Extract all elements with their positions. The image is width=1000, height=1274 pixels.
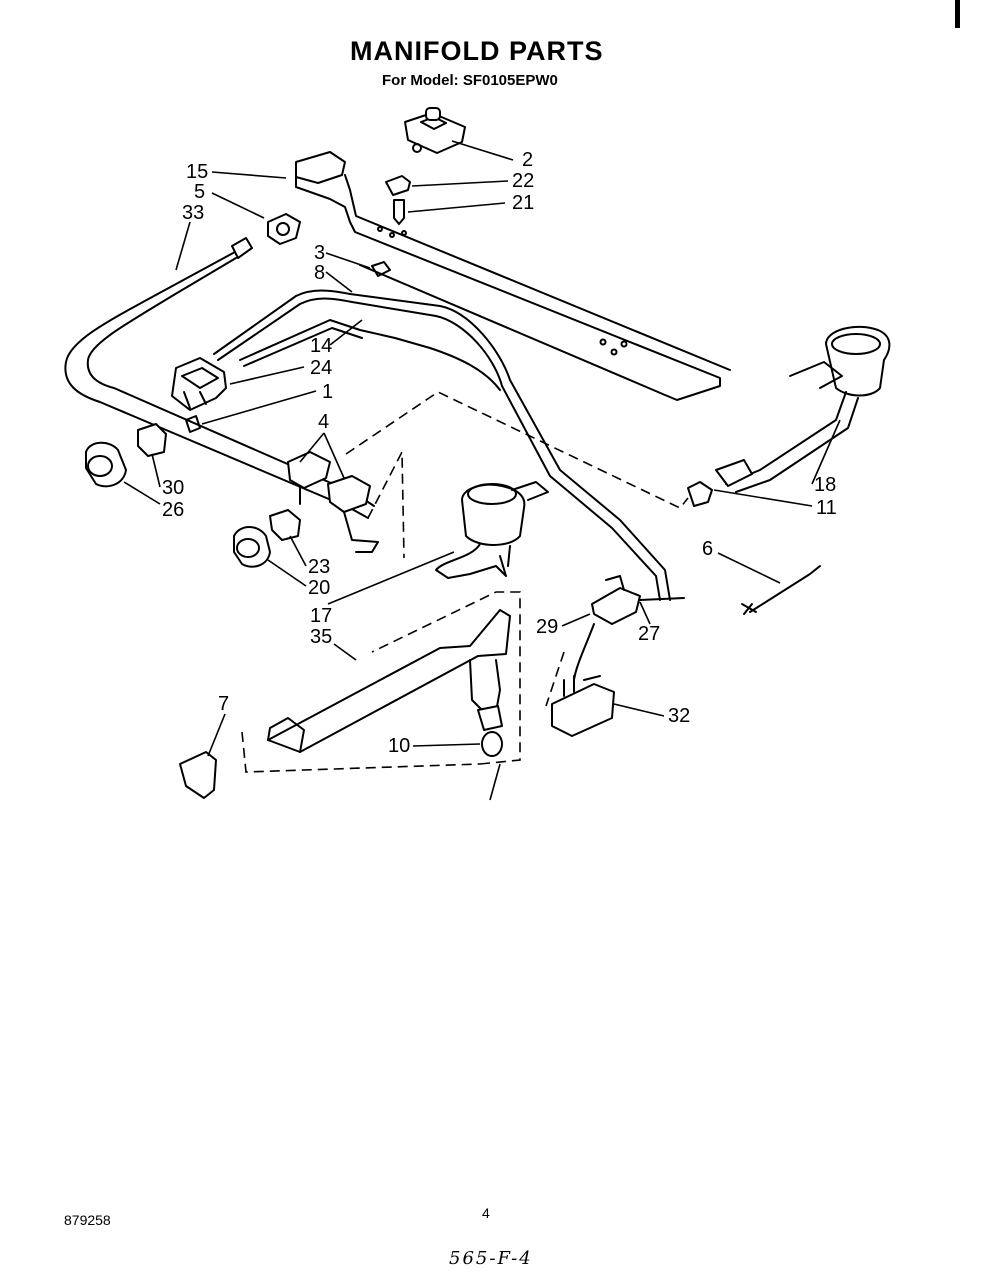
callout-2: 2 [522,149,533,171]
margin-mark [955,0,960,28]
callout-20: 20 [308,577,330,599]
callout-32: 32 [668,705,690,727]
callout-24: 24 [310,357,332,379]
callout-17: 17 [310,605,332,627]
callout-22: 22 [512,170,534,192]
callout-33: 33 [182,202,204,224]
callout-35: 35 [310,626,332,648]
handwritten-note: 565-F-4 [449,1248,533,1269]
part-30-clip [137,423,167,457]
callout-11: 11 [816,497,837,519]
callout-15: 15 [186,161,208,183]
part-20-knob [233,526,271,568]
part-26-knob [85,441,127,488]
callout-3: 3 [314,242,325,264]
callout-18: 18 [814,474,836,496]
part-35-bracket-assembly [267,609,511,753]
part-32-regulator [551,683,615,737]
document-number: 879258 [64,1212,111,1228]
part-15-bracket [295,151,346,184]
part-29-27-bracket [591,587,641,625]
part-1-fitting [185,415,201,433]
page-title: MANIFOLD PARTS [350,36,604,66]
page-number: 4 [482,1205,490,1221]
callout-23: 23 [308,556,330,578]
callout-labels: 15 5 33 2 22 21 3 8 14 24 1 4 30 26 18 1… [162,149,837,757]
part-7-end-bracket [179,751,217,799]
part-14-tube [239,319,501,391]
callout-21: 21 [512,192,534,214]
callout-4: 4 [318,411,329,433]
leader-lines [123,140,841,801]
part-23-clip [269,509,301,541]
callout-27: 27 [638,623,660,645]
part-3-clip [371,261,391,277]
callout-1: 1 [322,381,333,403]
callout-5: 5 [194,181,205,203]
part-21-screw [393,199,405,225]
part-33-manifold-pipe [64,245,369,519]
part-5-fitting [267,213,301,245]
callout-6: 6 [702,538,713,560]
callout-29: 29 [536,616,558,638]
part-4-valve-b [327,475,371,513]
model-subtitle: For Model: SF0105EPW0 [382,72,558,89]
part-11-orifice [687,481,713,507]
callout-8: 8 [314,262,325,284]
callout-30: 30 [162,477,184,499]
callout-10: 10 [388,735,410,757]
part-24-valve [171,357,227,411]
part-18-burner-tube [825,325,891,397]
part-8-tube [213,289,671,601]
part-4-valve-a [287,451,331,489]
part-6-wire [749,565,821,613]
callout-7: 7 [218,693,229,715]
part-22-clip [385,175,411,196]
callout-26: 26 [162,499,184,521]
part-10-orifice [481,731,503,757]
callout-14: 14 [310,335,332,357]
parts-artwork [64,107,891,799]
